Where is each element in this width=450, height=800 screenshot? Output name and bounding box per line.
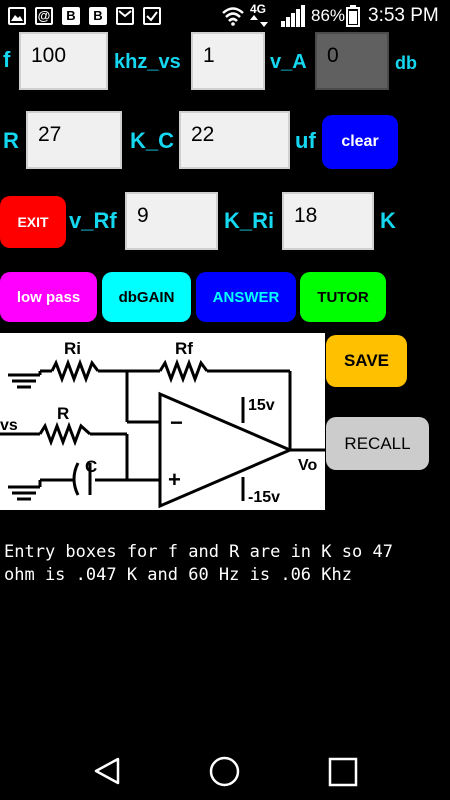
db-label: db (395, 53, 417, 73)
image-icon (8, 7, 26, 25)
op-amp-circuit-diagram: Ri Rf vs R C 15v -15v Vo − + (0, 333, 325, 510)
clock: 3:53 PM (368, 5, 439, 26)
answer-button[interactable]: ANSWER (196, 272, 296, 322)
battery-percent: 86% (311, 6, 346, 25)
clipboard-check-icon (143, 7, 161, 25)
frequency-input[interactable]: 100 (19, 32, 108, 90)
capacitance-input[interactable]: 22 (179, 111, 290, 169)
recent-apps-icon[interactable] (328, 757, 358, 787)
low-pass-button[interactable]: low pass (0, 272, 97, 322)
rf-input[interactable]: 9 (125, 192, 218, 250)
back-icon[interactable] (92, 756, 122, 786)
negative-supply-label: -15v (248, 489, 281, 506)
vs-diagram-label: vs (0, 417, 18, 434)
wifi-icon (222, 7, 244, 26)
b-icon: B (62, 7, 80, 25)
uf-label: uf (295, 128, 316, 153)
c-diagram-label: C (85, 457, 98, 476)
signal-icon (281, 5, 305, 27)
at-icon: @ (35, 7, 53, 25)
noninverting-input-sign: + (168, 467, 181, 492)
battery-icon (346, 5, 360, 27)
vo-diagram-label: Vo (298, 457, 318, 474)
inverting-input-sign: − (170, 410, 183, 435)
rf-diagram-label: Rf (175, 339, 193, 358)
b-icon: B (89, 7, 107, 25)
data-arrows-icon (250, 15, 268, 27)
mail-icon (116, 7, 134, 25)
kri-label: K_Ri (224, 208, 275, 233)
khz-vs-label: khz_vs (114, 51, 181, 73)
f-label: f (3, 47, 11, 72)
resistance-input[interactable]: 27 (26, 111, 122, 169)
vrf-label: v_Rf (69, 208, 117, 233)
kc-label: K_C (130, 128, 175, 153)
va-label: v_A (270, 51, 307, 73)
k-label: K (380, 208, 396, 233)
exit-button[interactable]: EXIT (0, 196, 66, 248)
home-icon[interactable] (209, 756, 240, 787)
r-diagram-label: R (57, 404, 70, 423)
instructions-text: Entry boxes for f and R are in K so 47 o… (4, 542, 393, 585)
positive-supply-label: 15v (248, 397, 275, 414)
clear-button[interactable]: clear (322, 115, 398, 169)
db-gain-button[interactable]: dbGAIN (102, 272, 191, 322)
save-button[interactable]: SAVE (326, 335, 407, 387)
navigation-bar (0, 740, 450, 800)
ri-diagram-label: Ri (64, 339, 81, 358)
network-type-label: 4G (250, 2, 267, 16)
tutor-button[interactable]: TUTOR (300, 272, 386, 322)
circuit-schematic (0, 358, 325, 509)
vs-input[interactable]: 1 (191, 32, 265, 90)
va-output-field: 0 (315, 32, 389, 90)
ri-input[interactable]: 18 (282, 192, 374, 250)
recall-button[interactable]: RECALL (326, 417, 429, 470)
status-bar: @ B B 4G 86% 3:53 PM (0, 0, 450, 32)
r-label: R (3, 128, 19, 153)
